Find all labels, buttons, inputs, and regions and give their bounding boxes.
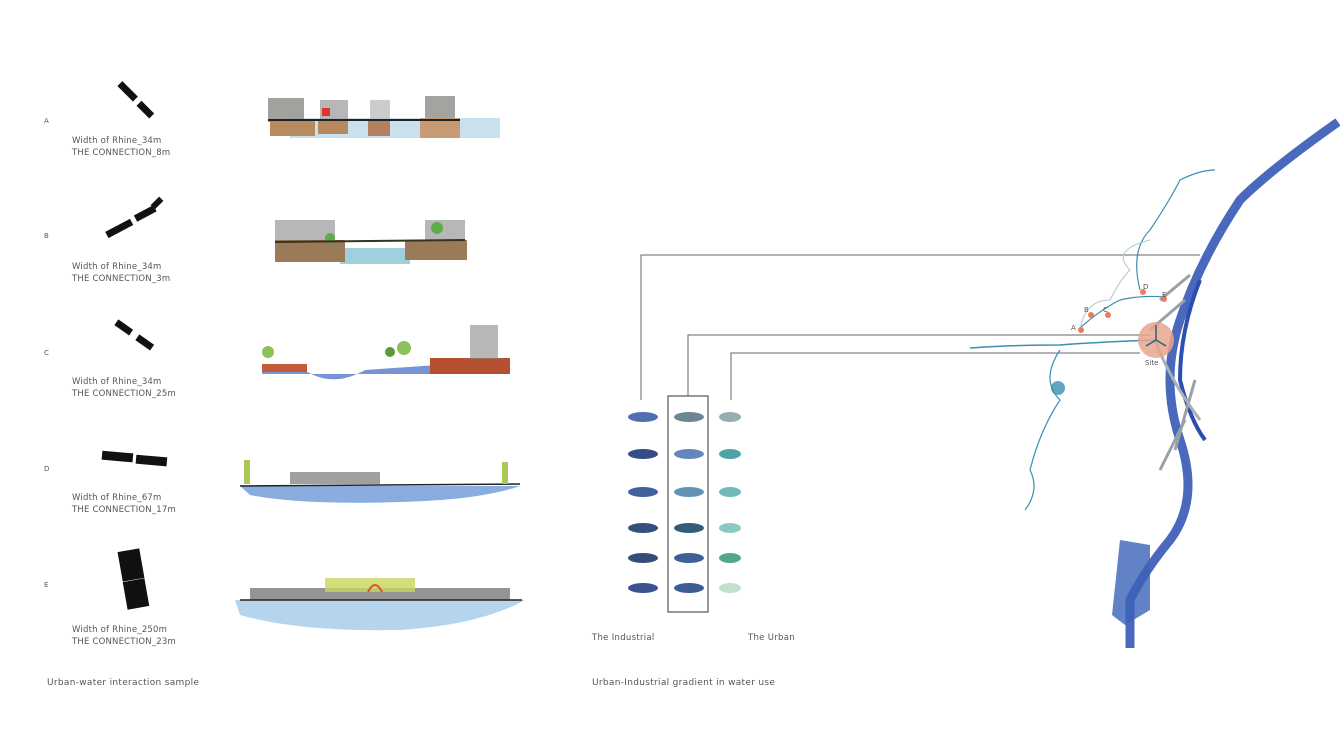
water-swatch-col3-row4 bbox=[719, 523, 741, 533]
harbor-basin bbox=[1112, 540, 1150, 625]
urban-label: The Urban bbox=[748, 633, 795, 643]
map-point-b bbox=[1088, 312, 1094, 318]
water-swatch-col1-row4 bbox=[628, 523, 658, 533]
sample-e-caption: Width of Rhine_250m THE CONNECTION_23m bbox=[72, 624, 176, 648]
tributary bbox=[969, 339, 1156, 349]
urban-industrial-highlight-box bbox=[667, 395, 709, 613]
water-swatch-col2-row5 bbox=[674, 553, 704, 563]
water-swatch-col1-row3 bbox=[628, 487, 658, 497]
map-label-b: B bbox=[1084, 306, 1089, 314]
swatches bbox=[628, 412, 741, 593]
sample-c-width: Width of Rhine_34m bbox=[72, 377, 162, 387]
sample-letter-d: D bbox=[44, 465, 50, 473]
industrial-label: The Industrial bbox=[592, 633, 655, 643]
map-label-e: E bbox=[1162, 291, 1166, 299]
section-sketch-c bbox=[262, 325, 510, 380]
sample-letter-b: B bbox=[44, 232, 49, 240]
water-swatch-col3-row5 bbox=[719, 553, 741, 563]
water-swatch-col3-row3 bbox=[719, 487, 741, 497]
plan-icon-a bbox=[117, 81, 155, 119]
map-label-d: D bbox=[1143, 283, 1148, 291]
sample-b-width: Width of Rhine_34m bbox=[72, 262, 162, 272]
site-label: Site bbox=[1145, 359, 1158, 367]
water-swatch-col1-row6 bbox=[628, 583, 658, 593]
left-panel-title: Urban-water interaction sample bbox=[47, 678, 200, 688]
sample-e-connection: THE CONNECTION_23m bbox=[72, 637, 176, 647]
plan-icons bbox=[101, 81, 168, 610]
sample-c-caption: Width of Rhine_34m THE CONNECTION_25m bbox=[72, 376, 176, 400]
water-swatch-col2-row1 bbox=[674, 412, 704, 422]
gradient-title: Urban-Industrial gradient in water use bbox=[592, 678, 776, 688]
sample-e-width: Width of Rhine_250m bbox=[72, 625, 168, 635]
map-points bbox=[1078, 289, 1167, 333]
water-swatch-col2-row4 bbox=[674, 523, 704, 533]
sample-d-connection: THE CONNECTION_17m bbox=[72, 505, 176, 515]
sample-d-caption: Width of Rhine_67m THE CONNECTION_17m bbox=[72, 492, 176, 516]
map-label-c: C bbox=[1103, 306, 1108, 314]
plan-icon-e bbox=[117, 548, 150, 610]
sample-letter-a: A bbox=[44, 117, 49, 125]
sample-b-caption: Width of Rhine_34m THE CONNECTION_3m bbox=[72, 261, 170, 285]
rhine-map: A B C D E Site bbox=[969, 118, 1340, 648]
sample-letter-c: C bbox=[44, 349, 49, 357]
water-swatch-col3-row2 bbox=[719, 449, 741, 459]
sample-d-width: Width of Rhine_67m bbox=[72, 493, 162, 503]
sample-a-connection: THE CONNECTION_8m bbox=[72, 148, 171, 158]
plan-icon-c bbox=[114, 319, 155, 351]
water-swatch-col1-row2 bbox=[628, 449, 658, 459]
sample-b-connection: THE CONNECTION_3m bbox=[72, 274, 171, 284]
map-point-a bbox=[1078, 327, 1084, 333]
map-point-c bbox=[1105, 312, 1111, 318]
sample-letter-e: E bbox=[44, 581, 49, 589]
map-point-d bbox=[1140, 289, 1146, 295]
water-swatch-col2-row3 bbox=[674, 487, 704, 497]
sample-c-connection: THE CONNECTION_25m bbox=[72, 389, 176, 399]
section-sketch-d bbox=[239, 460, 521, 503]
water-swatch-col3-row6 bbox=[719, 583, 741, 593]
water-swatch-col3-row1 bbox=[719, 412, 741, 422]
leader-lines bbox=[640, 254, 1200, 400]
section-sketch-e bbox=[235, 578, 525, 631]
water-swatch-col2-row2 bbox=[674, 449, 704, 459]
sample-a-caption: Width of Rhine_34m THE CONNECTION_8m bbox=[72, 135, 170, 159]
main-river bbox=[1125, 118, 1340, 648]
map-label-a: A bbox=[1071, 324, 1076, 332]
water-swatch-col1-row1 bbox=[628, 412, 658, 422]
section-sketch-b bbox=[274, 220, 467, 264]
water-swatch-col1-row5 bbox=[628, 553, 658, 563]
sample-a-width: Width of Rhine_34m bbox=[72, 136, 162, 146]
map-point-e bbox=[1161, 296, 1167, 302]
plan-icon-b bbox=[105, 196, 164, 239]
water-swatch-col2-row6 bbox=[674, 583, 704, 593]
plan-icon-d bbox=[101, 450, 168, 467]
section-sketch-a bbox=[268, 96, 500, 138]
